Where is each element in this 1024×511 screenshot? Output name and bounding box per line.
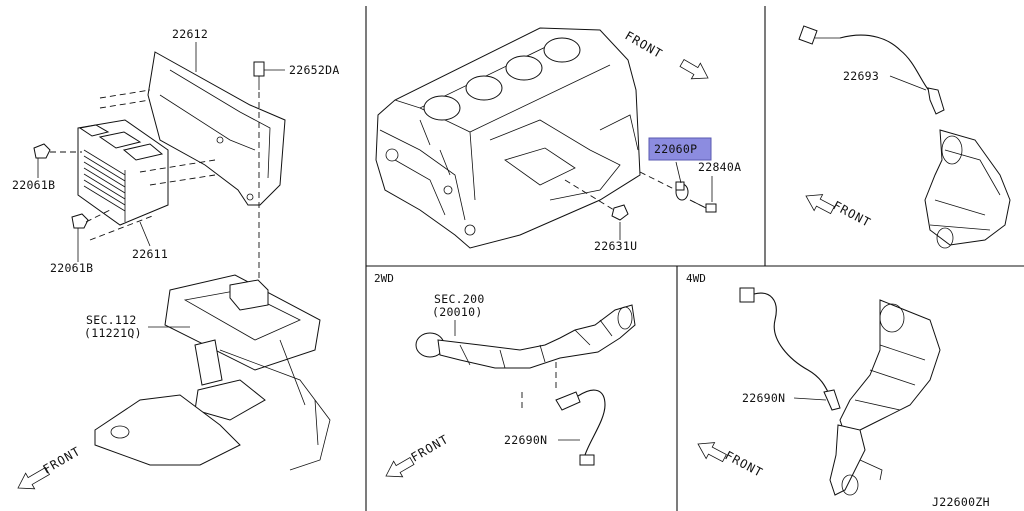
sec-200-label: SEC.200 [434,292,485,306]
part-22652da-label: 22652DA [289,63,340,77]
front-label: FRONT [723,448,766,480]
panel-dividers [365,6,1024,511]
part-22690n-2wd-label: 22690N [504,433,547,447]
ecm-bracket [147,51,286,206]
front-arrow-icon [679,58,709,80]
ecm-bolt-22061b-lower [71,209,156,241]
part-22060p-highlight [648,137,712,161]
sensor-22690n-4wd [739,287,841,411]
part-22631u-label: 22631U [594,239,637,253]
ecm-panel: 22612 22652DA 22061B 22061B 22611 SEC.11… [12,27,340,490]
exhaust-front-tube [415,304,636,369]
front-label: FRONT [409,432,452,465]
sensor-connector [798,25,840,45]
part-22612-label: 22612 [172,27,208,41]
front-arrow-icon [385,456,415,478]
part-22061b-upper-label: 22061B [12,178,55,192]
catalytic-converter [924,129,1011,249]
sensor-22693 [927,87,945,115]
sensor-22631u [611,204,629,221]
sec-112-part-label: (11221Q) [84,326,142,340]
ecm-bolt-22061b-upper [33,143,82,159]
2wd-header: 2WD [374,272,394,285]
part-22060p-label: 22060P [654,142,697,156]
4wd-header: 4WD [686,272,706,285]
battery-tray-bracket [94,274,331,471]
engine-block-panel: 22060P 22840A 22631U FRONT [375,27,741,253]
part-22611-label: 22611 [132,247,168,261]
catalytic-converter-4wd [829,299,941,496]
front-arrow-icon [805,194,835,215]
ecm-leaders [37,42,285,328]
2wd-panel: 2WD SEC.200 (20010) 22690N FRONT [374,272,636,478]
ecm-module [77,119,169,226]
front-arrow-icon [17,466,50,490]
knock-sensor-22060p [675,181,689,201]
part-22840a-label: 22840A [698,160,741,174]
part-22690n-4wd-label: 22690N [742,391,785,405]
4wd-panel: 4WD 22690N FRONT [686,272,941,496]
sec-112-label: SEC.112 [86,313,137,327]
ecm-bolt-22652da [253,61,265,330]
front-arrow-icon [697,442,727,463]
engine-block [375,27,641,249]
front-label: FRONT [831,198,874,230]
part-22061b-lower-label: 22061B [50,261,93,275]
sensor-22690n-2wd [555,389,606,466]
sec-200-part-label: (20010) [432,305,483,319]
diagram-id: J22600ZH [932,495,990,509]
front-label: FRONT [41,444,84,477]
front-label: FRONT [623,28,666,61]
part-22693-label: 22693 [843,69,879,83]
oxygen-sensor-panel: 22693 FRONT [798,25,1011,249]
